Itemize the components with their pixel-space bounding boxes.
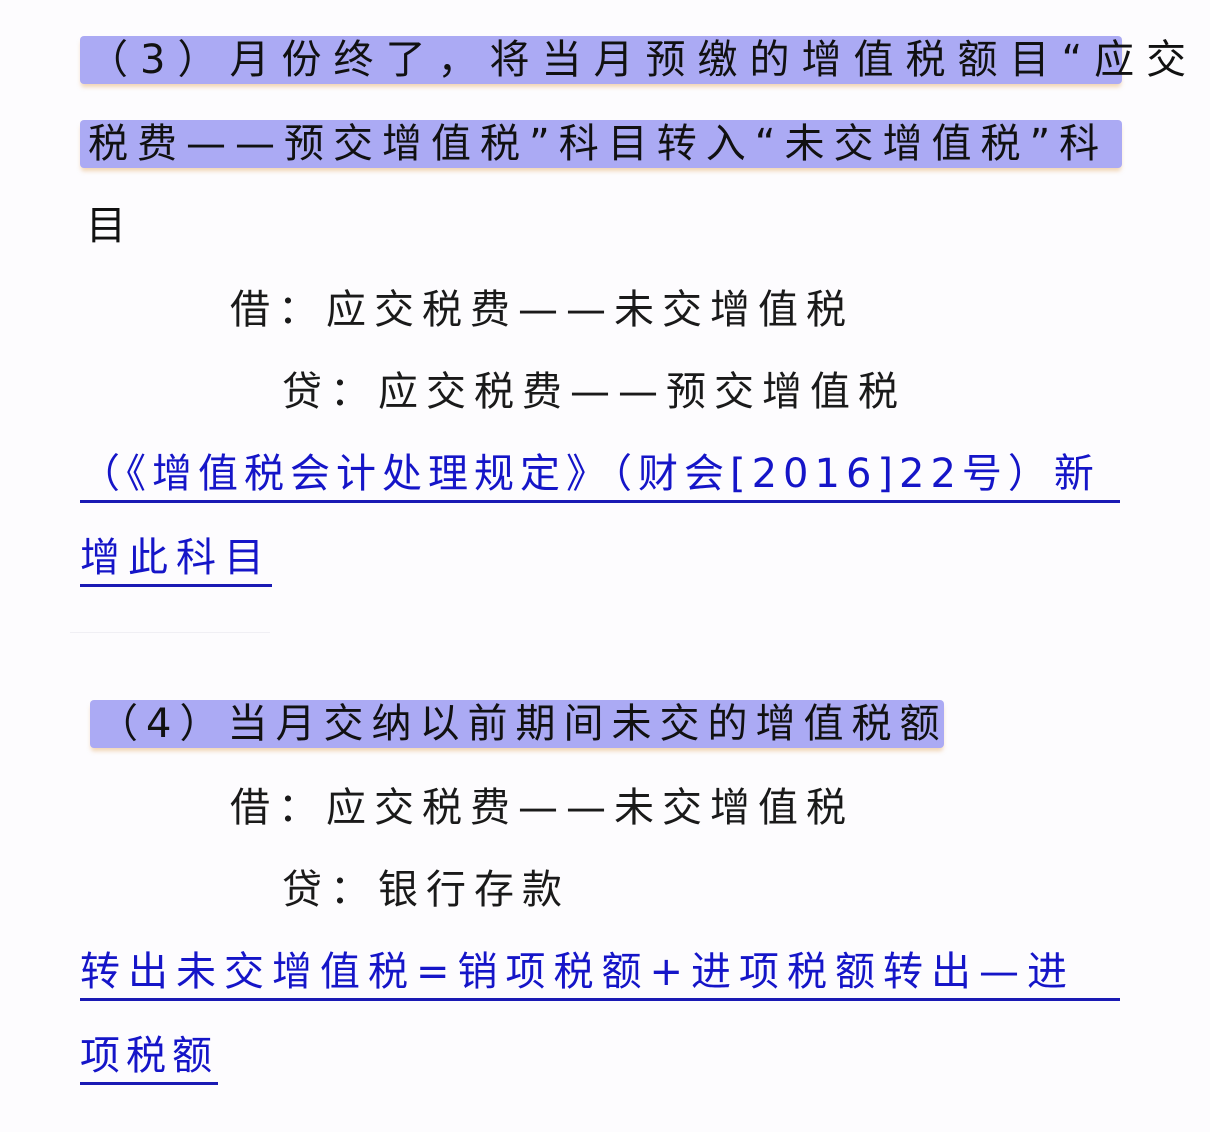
- section-4-heading: （4）当月交纳以前期间未交的增值税额: [90, 700, 944, 748]
- faint-divider: [70, 632, 270, 633]
- section-4-debit-entry: 借：应交税费——未交增值税: [230, 785, 854, 831]
- section-3-debit-entry: 借：应交税费——未交增值税: [230, 287, 854, 333]
- section-3-note-line-1: （《增值税会计处理规定》（财会[2016]22号）新: [80, 450, 1120, 503]
- section-4-credit-entry: 贷：银行存款: [282, 867, 570, 913]
- section-3-credit-entry: 贷：应交税费——预交增值税: [282, 369, 906, 415]
- section-3-heading-line-1: （3）月份终了，将当月预缴的增值税额目“应交: [80, 36, 1186, 84]
- section-3-note-line-2: 增此科目: [80, 534, 272, 587]
- section-3-heading-line-3: 目: [86, 203, 138, 249]
- section-3-heading-line-2: 税费——预交增值税”科目转入“未交增值税”科: [80, 120, 1122, 168]
- section-4-formula-line-1: 转出未交增值税=销项税额+进项税额转出—进: [80, 948, 1120, 1001]
- section-4-formula-line-2: 项税额: [80, 1032, 218, 1085]
